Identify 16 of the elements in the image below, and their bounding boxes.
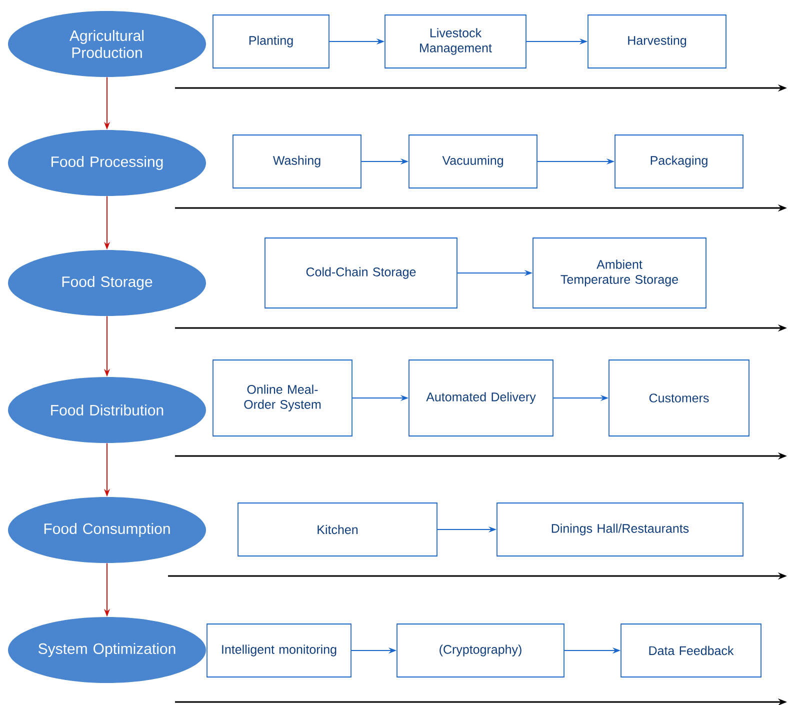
process-box: Vacuuming: [408, 134, 538, 188]
process-box: Planting: [212, 14, 330, 68]
process-box: Data Feedback: [620, 624, 762, 678]
process-box: Washing: [232, 134, 362, 188]
process-box: Intelligent monitoring: [206, 624, 352, 678]
process-box: Ambient Temperature Storage: [532, 238, 706, 308]
process-box: Online Meal-Order System: [212, 360, 352, 436]
process-box: Harvesting: [588, 14, 726, 68]
process-box: Cold-Chain Storage: [264, 238, 458, 308]
process-box: Packaging: [614, 134, 744, 188]
process-box: Customers: [608, 360, 750, 436]
process-box: Livestock Management: [384, 14, 526, 68]
process-box: Kitchen: [238, 502, 438, 556]
process-box: (Cryptography): [396, 624, 564, 678]
process-box: Automated Delivery: [408, 360, 554, 436]
process-box: Dinings Hall/Restaurants: [496, 502, 744, 556]
